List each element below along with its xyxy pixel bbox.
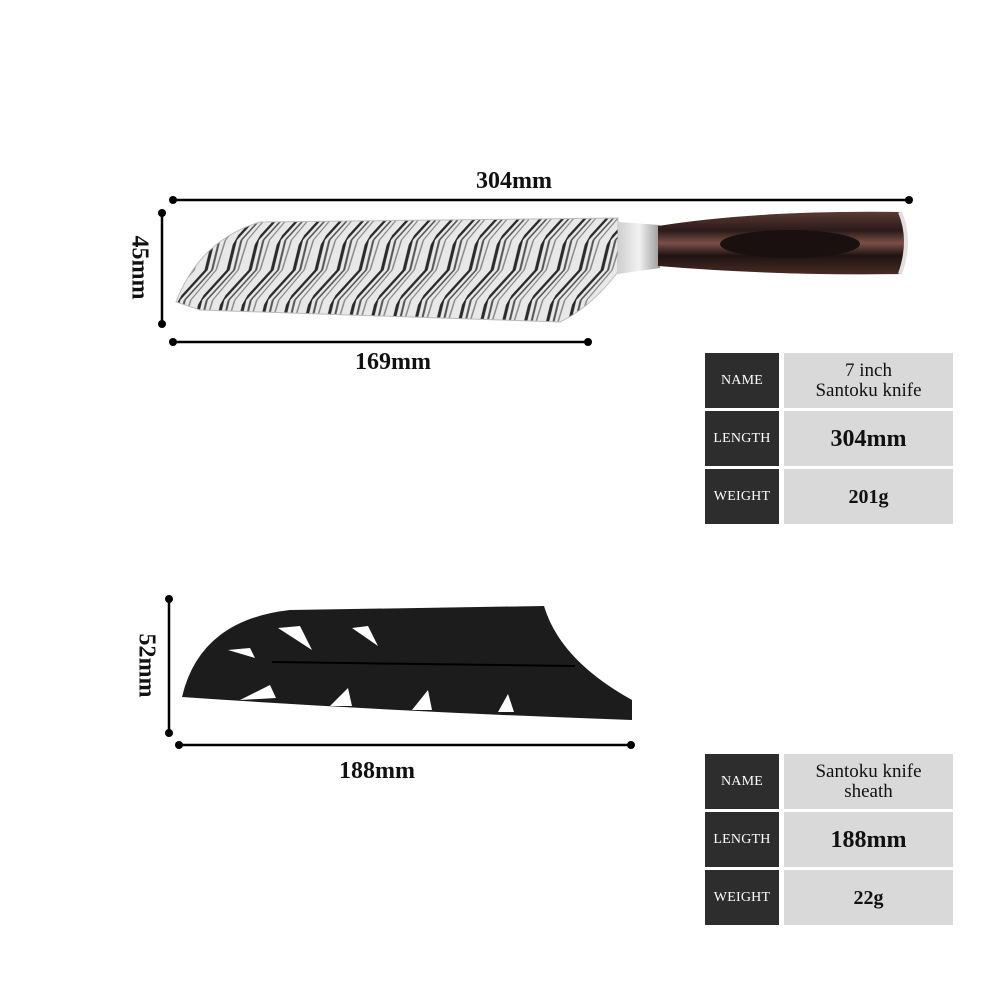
spec-value-line1: Santoku knife	[815, 760, 922, 782]
spec-row-weight: WEIGHT 22g	[705, 870, 953, 925]
spec-value-line2: sheath	[844, 780, 893, 802]
spec-key: WEIGHT	[705, 469, 779, 524]
spec-row-length: LENGTH 304mm	[705, 411, 953, 466]
spec-value: 304mm	[784, 411, 953, 466]
knife-blade-length-label: 169mm	[355, 349, 431, 375]
spec-key: LENGTH	[705, 812, 779, 867]
sheath-height-label: 52mm	[133, 633, 160, 698]
spec-key: NAME	[705, 353, 779, 408]
spec-key: LENGTH	[705, 411, 779, 466]
spec-key: NAME	[705, 754, 779, 809]
spec-value: 22g	[784, 870, 953, 925]
sheath-length-label: 188mm	[339, 758, 415, 784]
spec-row-length: LENGTH 188mm	[705, 812, 953, 867]
spec-value-line1: 7 inch	[845, 359, 892, 381]
spec-value: 201g	[784, 469, 953, 524]
spec-row-weight: WEIGHT 201g	[705, 469, 953, 524]
spec-value: 188mm	[784, 812, 953, 867]
spec-value-line2: Santoku knife	[815, 379, 922, 401]
knife-total-length-label: 304mm	[476, 168, 552, 194]
spec-key: WEIGHT	[705, 870, 779, 925]
knife-blade-height-label: 45mm	[126, 235, 153, 300]
